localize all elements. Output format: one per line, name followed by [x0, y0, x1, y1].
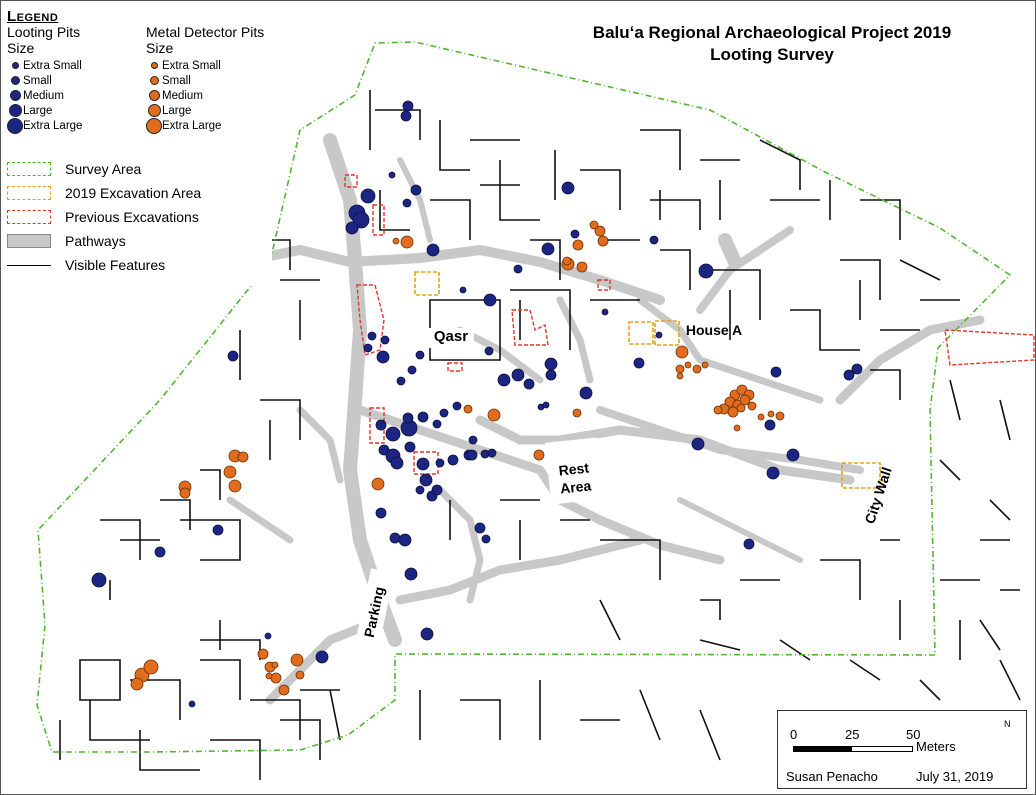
looting-size-xl: Extra Large — [7, 117, 82, 134]
scale-tick-0: 0 — [790, 727, 798, 742]
metal-size-l: Large — [146, 103, 264, 118]
scale-segment-black — [793, 746, 851, 752]
metal-size-m: Medium — [146, 88, 264, 103]
excavation-2019-layer — [414, 271, 881, 489]
looting-size-l: Large — [7, 103, 82, 118]
looting-header: Looting Pits — [7, 24, 81, 40]
orange-dot-icon — [149, 76, 159, 85]
metal-size-s: Small — [146, 73, 264, 88]
scale-segment-white — [851, 746, 913, 752]
navy-dot-icon — [9, 90, 21, 101]
metal-pits-legend: Metal Detector Pits Size Extra Small Sma… — [146, 24, 265, 134]
orange-dot-icon — [150, 62, 158, 69]
scale-bar: 0 25 50 Meters N Susan Penacho July 31, … — [777, 710, 1027, 789]
title-line-2: Looting Survey — [710, 45, 834, 64]
metal-size-xs: Extra Small — [146, 58, 264, 73]
metal-size-header: Size — [146, 40, 174, 56]
legend-heading: Legend — [7, 8, 59, 25]
author-name: Susan Penacho — [786, 769, 878, 784]
legend-visible-features: Visible Features — [7, 254, 165, 276]
green-dashed-swatch-icon — [7, 162, 51, 176]
orange-dot-icon — [146, 117, 162, 134]
navy-dot-icon — [7, 117, 23, 134]
metal-header: Metal Detector Pits — [146, 24, 265, 40]
looting-size-s: Small — [7, 73, 82, 88]
navy-dot-icon — [11, 62, 19, 69]
qasr-label: Qasr — [428, 328, 474, 348]
orange-dot-icon — [147, 104, 161, 117]
red-dashed-swatch-icon — [7, 210, 51, 224]
map-title: Baluʻa Regional Archaeological Project 2… — [522, 22, 1022, 66]
rest-area-label: Rest Area — [544, 437, 604, 505]
metal-detector-pits-layer — [130, 220, 785, 696]
navy-dot-icon — [10, 76, 20, 85]
map-date: July 31, 2019 — [916, 769, 994, 784]
legend-survey-area: Survey Area — [7, 158, 141, 180]
legend-previous-excavations: Previous Excavations — [7, 206, 199, 228]
looting-size-header: Size — [7, 40, 35, 56]
pathways-layer — [226, 133, 985, 705]
metal-size-xl: Extra Large — [146, 117, 264, 134]
legend: Legend Looting Pits Size Extra Small Sma… — [7, 8, 272, 286]
looting-size-xs: Extra Small — [7, 58, 82, 73]
looting-size-m: Medium — [7, 88, 82, 103]
survey-area-boundary — [36, 41, 1012, 753]
gray-swatch-icon — [7, 234, 51, 248]
scale-unit: Meters — [916, 739, 956, 754]
black-line-swatch-icon — [7, 264, 51, 266]
house-a-label: House A — [685, 322, 743, 338]
looting-pits-layer — [91, 100, 863, 708]
looting-pits-legend: Looting Pits Size Extra Small Small Medi… — [7, 24, 82, 134]
north-label: N — [1004, 719, 1011, 729]
title-line-1: Baluʻa Regional Archaeological Project 2… — [592, 23, 952, 42]
yellow-dashed-swatch-icon — [7, 186, 51, 200]
scale-tick-25: 25 — [845, 727, 860, 742]
scale-tick-50: 50 — [906, 727, 921, 742]
legend-2019-excavation: 2019 Excavation Area — [7, 182, 201, 204]
navy-dot-icon — [8, 104, 22, 117]
legend-pathways: Pathways — [7, 230, 126, 252]
orange-dot-icon — [148, 90, 160, 101]
